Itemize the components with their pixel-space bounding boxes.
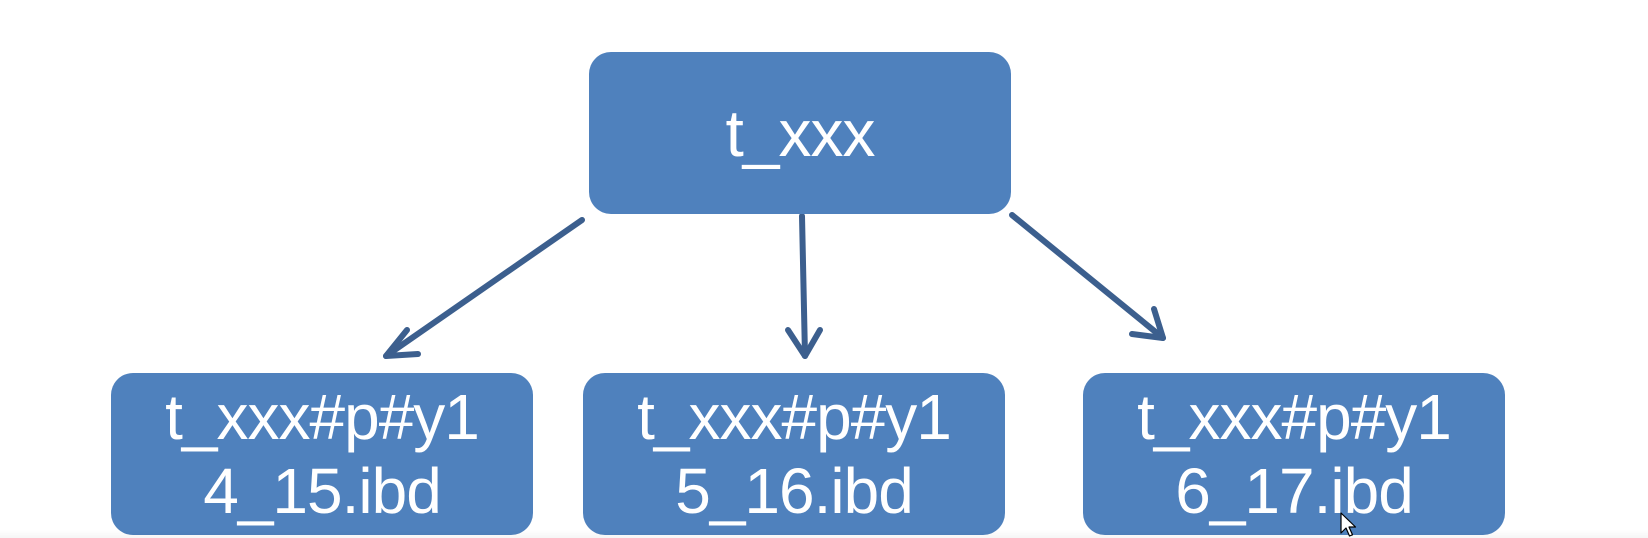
root-node-label: t_xxx xyxy=(725,96,875,170)
child-node-1-line2: 4_15.ibd xyxy=(203,455,442,527)
child-node-3-line1: t_xxx#p#y1 xyxy=(1137,381,1452,453)
child-node-1-line1: t_xxx#p#y1 xyxy=(165,381,480,453)
child-node-2: t_xxx#p#y1 5_16.ibd xyxy=(583,373,1005,535)
arrow-to-child-2 xyxy=(785,213,823,359)
child-node-2-line1: t_xxx#p#y1 xyxy=(637,381,952,453)
child-node-2-line2: 5_16.ibd xyxy=(675,455,914,527)
child-node-3-line2: 6_17.ibd xyxy=(1175,455,1414,527)
root-node: t_xxx xyxy=(589,52,1011,214)
bottom-shade xyxy=(0,530,1648,538)
child-node-3: t_xxx#p#y1 6_17.ibd xyxy=(1083,373,1505,535)
mouse-pointer-icon xyxy=(1340,512,1357,537)
arrow-to-child-3 xyxy=(1009,212,1166,341)
arrow-to-child-1 xyxy=(383,217,585,359)
child-node-1: t_xxx#p#y1 4_15.ibd xyxy=(111,373,533,535)
